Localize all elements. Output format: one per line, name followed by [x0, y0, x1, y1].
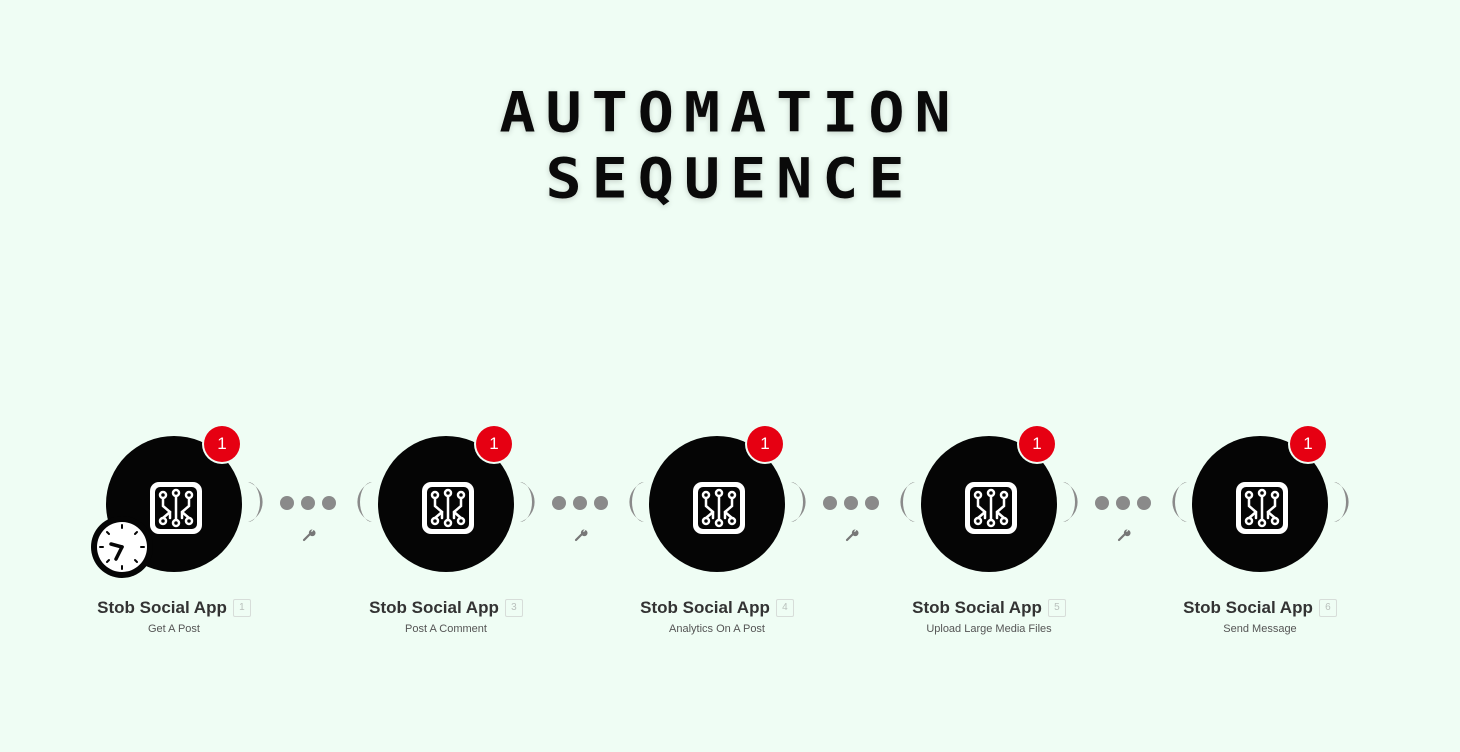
connector-dot [1095, 496, 1109, 510]
operations-badge[interactable]: 1 [1290, 426, 1326, 462]
module-6[interactable]: 1 [1190, 426, 1330, 572]
circuit-board-icon [422, 482, 474, 534]
input-handle[interactable] [620, 480, 646, 524]
title-line-2: SEQUENCE [545, 146, 915, 212]
connector-dot [322, 496, 336, 510]
module-action: Upload Large Media Files [926, 623, 1052, 635]
output-handle[interactable] [246, 480, 272, 524]
wrench-icon[interactable] [844, 527, 860, 543]
connector-dot [301, 496, 315, 510]
operations-badge[interactable]: 1 [747, 426, 783, 462]
module-id: 6 [1318, 599, 1337, 617]
module-3[interactable]: 1 [376, 426, 516, 572]
circuit-board-icon [150, 482, 202, 534]
output-handle[interactable] [518, 480, 544, 524]
module-4[interactable]: 1 [647, 426, 787, 572]
module-4-label[interactable]: Stob Social App 4 Analytics On A Post [572, 598, 862, 635]
module-id: 5 [1047, 599, 1066, 617]
module-action: Post A Comment [405, 623, 487, 635]
module-5[interactable]: 1 [919, 426, 1059, 572]
connector-dot [594, 496, 608, 510]
connector-dot [280, 496, 294, 510]
route-connector[interactable] [823, 493, 879, 513]
module-1[interactable]: 1 [91, 426, 244, 578]
circuit-board-icon [693, 482, 745, 534]
route-connector[interactable] [280, 493, 336, 513]
connector-dot [573, 496, 587, 510]
module-action: Analytics On A Post [669, 623, 765, 635]
add-module-handle[interactable] [1332, 480, 1358, 524]
output-handle[interactable] [1061, 480, 1087, 524]
output-handle[interactable] [789, 480, 815, 524]
connector-dot [844, 496, 858, 510]
connector-dot [823, 496, 837, 510]
operations-badge[interactable]: 1 [204, 426, 240, 462]
module-app-name: Stob Social App [640, 598, 770, 617]
module-id: 3 [504, 599, 523, 617]
module-1-label[interactable]: Stob Social App 1 Get A Post [29, 598, 319, 635]
page-title: AUTOMATION SEQUENCE [0, 80, 1460, 212]
operations-badge[interactable]: 1 [476, 426, 512, 462]
module-3-label[interactable]: Stob Social App 3 Post A Comment [301, 598, 591, 635]
route-connector[interactable] [552, 493, 608, 513]
module-action: Send Message [1223, 623, 1297, 635]
module-id: 4 [775, 599, 794, 617]
module-app-name: Stob Social App [97, 598, 227, 617]
input-handle[interactable] [348, 480, 374, 524]
operations-badge[interactable]: 1 [1019, 426, 1055, 462]
module-circle[interactable] [649, 436, 785, 572]
clock-icon[interactable] [89, 514, 155, 580]
module-6-label[interactable]: Stob Social App 6 Send Message [1115, 598, 1405, 635]
wrench-icon[interactable] [301, 527, 317, 543]
wrench-icon[interactable] [1116, 527, 1132, 543]
module-app-name: Stob Social App [369, 598, 499, 617]
module-app-name: Stob Social App [912, 598, 1042, 617]
wrench-icon[interactable] [573, 527, 589, 543]
module-app-name: Stob Social App [1183, 598, 1313, 617]
connector-dot [1116, 496, 1130, 510]
input-handle[interactable] [891, 480, 917, 524]
connector-dot [865, 496, 879, 510]
circuit-board-icon [1236, 482, 1288, 534]
module-5-label[interactable]: Stob Social App 5 Upload Large Media File… [844, 598, 1134, 635]
module-action: Get A Post [148, 623, 200, 635]
circuit-board-icon [965, 482, 1017, 534]
title-line-1: AUTOMATION [499, 80, 961, 146]
route-connector[interactable] [1095, 493, 1151, 513]
connector-dot [552, 496, 566, 510]
input-handle[interactable] [1163, 480, 1189, 524]
connector-dot [1137, 496, 1151, 510]
module-id: 1 [232, 599, 251, 617]
